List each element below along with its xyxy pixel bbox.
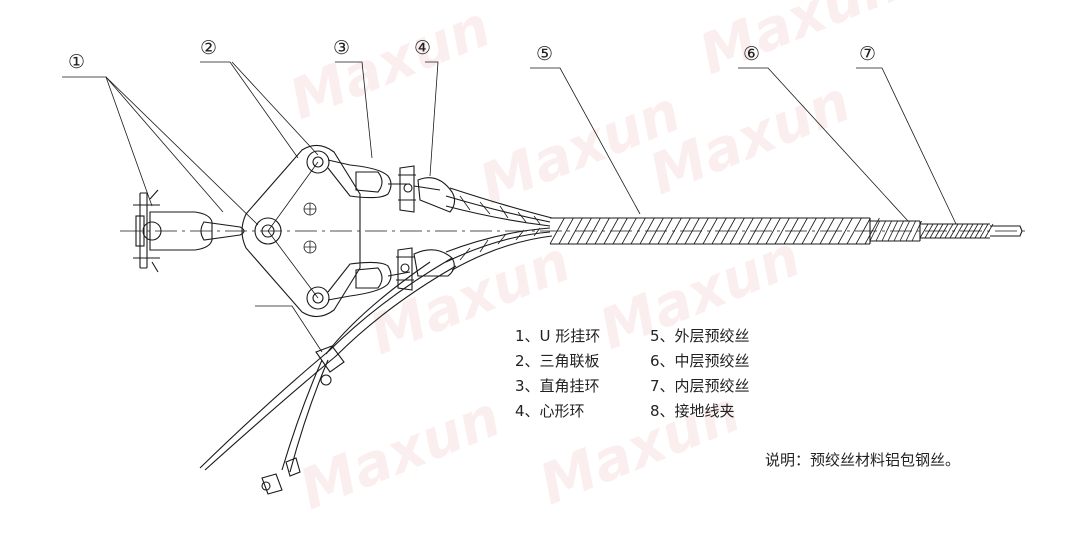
triangular-yoke-plate (241, 144, 361, 318)
legend-item-5: 5、外层预绞丝 (650, 327, 750, 345)
upper-preformed-strands (445, 187, 553, 227)
legend-item-8: 8、接地线夹 (650, 402, 735, 420)
middle-preformed-rods (869, 218, 922, 244)
lower-right-angle-ring (327, 261, 411, 301)
watermark: Maxun (641, 69, 859, 208)
outer-preformed-rods (549, 217, 880, 245)
grounding-clamp (261, 345, 345, 495)
callout-3: ③ (333, 37, 350, 59)
legend-item-4: 4、心形环 (515, 402, 585, 420)
conductor (990, 225, 1023, 237)
watermark: Maxun (361, 229, 579, 368)
upper-right-angle-ring (327, 159, 410, 199)
watermark: Maxun (291, 384, 509, 523)
inner-preformed-rods (919, 221, 994, 241)
leader-lines (62, 61, 957, 353)
lower-thimble (396, 247, 455, 291)
callout-2: ② (200, 37, 217, 59)
watermark: Maxun (691, 0, 909, 88)
callout-4: ④ (414, 37, 431, 59)
callout-5: ⑤ (536, 43, 553, 65)
lower-preformed-strands (445, 227, 553, 271)
callout-7: ⑦ (859, 43, 876, 65)
callout-6: ⑥ (743, 43, 760, 65)
legend-item-3: 3、直角挂环 (515, 377, 600, 395)
legend-item-1: 1、U 形挂环 (515, 327, 600, 345)
legend-item-7: 7、内层预绞丝 (650, 377, 750, 395)
material-note: 说明：预绞丝材料铝包钢丝。 (765, 451, 960, 469)
watermark: Maxun (531, 379, 749, 518)
callout-1: ① (68, 51, 85, 73)
legend: 1、U 形挂环 2、三角联板 3、直角挂环 4、心形环 5、外层预绞丝 6、中层… (515, 327, 750, 420)
u-shackle (133, 189, 213, 273)
watermarks: Maxun Maxun Maxun Maxun Maxun Maxun Maxu… (281, 0, 909, 523)
legend-item-6: 6、中层预绞丝 (650, 352, 750, 370)
callout-labels: ① ② ③ ④ ⑤ ⑥ ⑦ (68, 37, 876, 73)
legend-item-2: 2、三角联板 (515, 352, 600, 370)
upper-thimble (398, 165, 456, 213)
watermark: Maxun (281, 0, 499, 133)
